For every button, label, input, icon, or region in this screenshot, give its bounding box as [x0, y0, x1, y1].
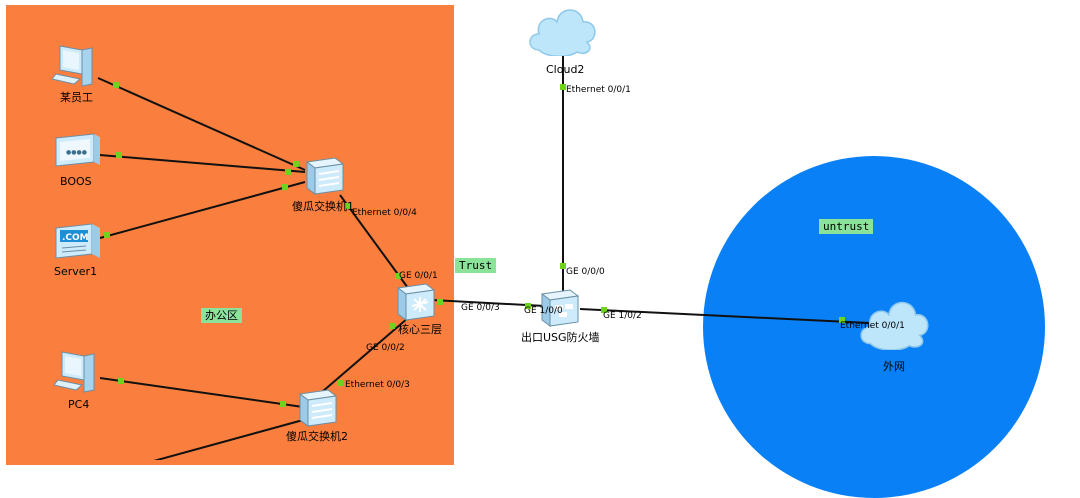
port-label: Ethernet 0/0/1	[840, 321, 905, 331]
port-label: GE 1/0/2	[603, 311, 642, 321]
port-dot	[437, 299, 443, 305]
port-dot	[389, 323, 395, 329]
port-label: GE 0/0/0	[566, 267, 605, 277]
firewall-icon[interactable]	[540, 288, 580, 328]
switch2-icon[interactable]	[298, 388, 338, 428]
core-switch-icon[interactable]	[396, 282, 436, 322]
port-dot	[104, 232, 110, 238]
link-employee-switch1	[97, 77, 306, 171]
link-switch2-down	[153, 419, 304, 460]
core-label: 核心三层	[398, 323, 442, 336]
port-dot	[395, 273, 401, 279]
port-label: Ethernet 0/0/1	[566, 85, 631, 95]
port-dot	[560, 263, 566, 269]
port-dot	[113, 82, 119, 88]
port-dot	[282, 184, 288, 190]
trust-zone-tag: Trust	[455, 258, 497, 273]
link-firewall-internet	[579, 308, 871, 324]
port-dot	[285, 169, 291, 175]
port-label: Ethernet 0/0/4	[352, 208, 417, 218]
port-dot	[337, 380, 343, 386]
port-dot	[839, 317, 845, 323]
employee-label: 某员工	[60, 91, 93, 104]
firewall-label: 出口USG防火墙	[521, 331, 600, 344]
pc4-label: PC4	[68, 398, 90, 411]
internet-label: 外网	[883, 360, 905, 373]
boss-label: BOOS	[60, 175, 92, 188]
port-label: Ethernet 0/0/3	[345, 380, 410, 390]
untrust-zone-tag: untrust	[819, 219, 874, 234]
links-layer	[97, 55, 871, 460]
server-icon[interactable]: .COM	[52, 222, 102, 262]
port-dot	[118, 378, 124, 384]
boss-terminal-icon[interactable]: ●●●●	[52, 132, 102, 172]
topology-canvas: ●●●● .COM	[6, 0, 1045, 498]
svg-text:.COM: .COM	[62, 233, 89, 243]
port-dot	[560, 84, 566, 90]
switch2-label: 傻瓜交换机2	[286, 430, 348, 443]
server-label: Server1	[54, 265, 98, 278]
port-dot	[345, 203, 351, 209]
switch1-label: 傻瓜交换机1	[292, 200, 354, 213]
link-core-switch2	[314, 317, 409, 399]
employee-pc-icon[interactable]	[52, 44, 98, 88]
switch1-icon[interactable]	[305, 156, 345, 196]
port-dot	[525, 303, 531, 309]
link-switch1-core	[339, 194, 409, 289]
port-dot	[116, 152, 122, 158]
cloud2-icon[interactable]	[525, 0, 601, 56]
link-pc4-switch2	[99, 377, 304, 408]
pc4-icon[interactable]	[54, 350, 100, 394]
port-label: GE 0/0/3	[461, 303, 500, 313]
office-zone-tag: 办公区	[201, 308, 242, 323]
link-boss-switch1	[99, 154, 306, 173]
port-dot	[601, 307, 607, 313]
port-dot	[293, 161, 299, 167]
port-label: GE 1/0/0	[524, 306, 563, 316]
cloud2-label: Cloud2	[546, 63, 585, 76]
port-label: GE 0/0/2	[366, 343, 405, 353]
port-dot	[280, 401, 286, 407]
link-server-switch1	[99, 181, 306, 239]
port-label: GE 0/0/1	[399, 271, 438, 281]
svg-text:●●●●: ●●●●	[66, 149, 87, 156]
internet-cloud-icon[interactable]	[856, 292, 934, 350]
